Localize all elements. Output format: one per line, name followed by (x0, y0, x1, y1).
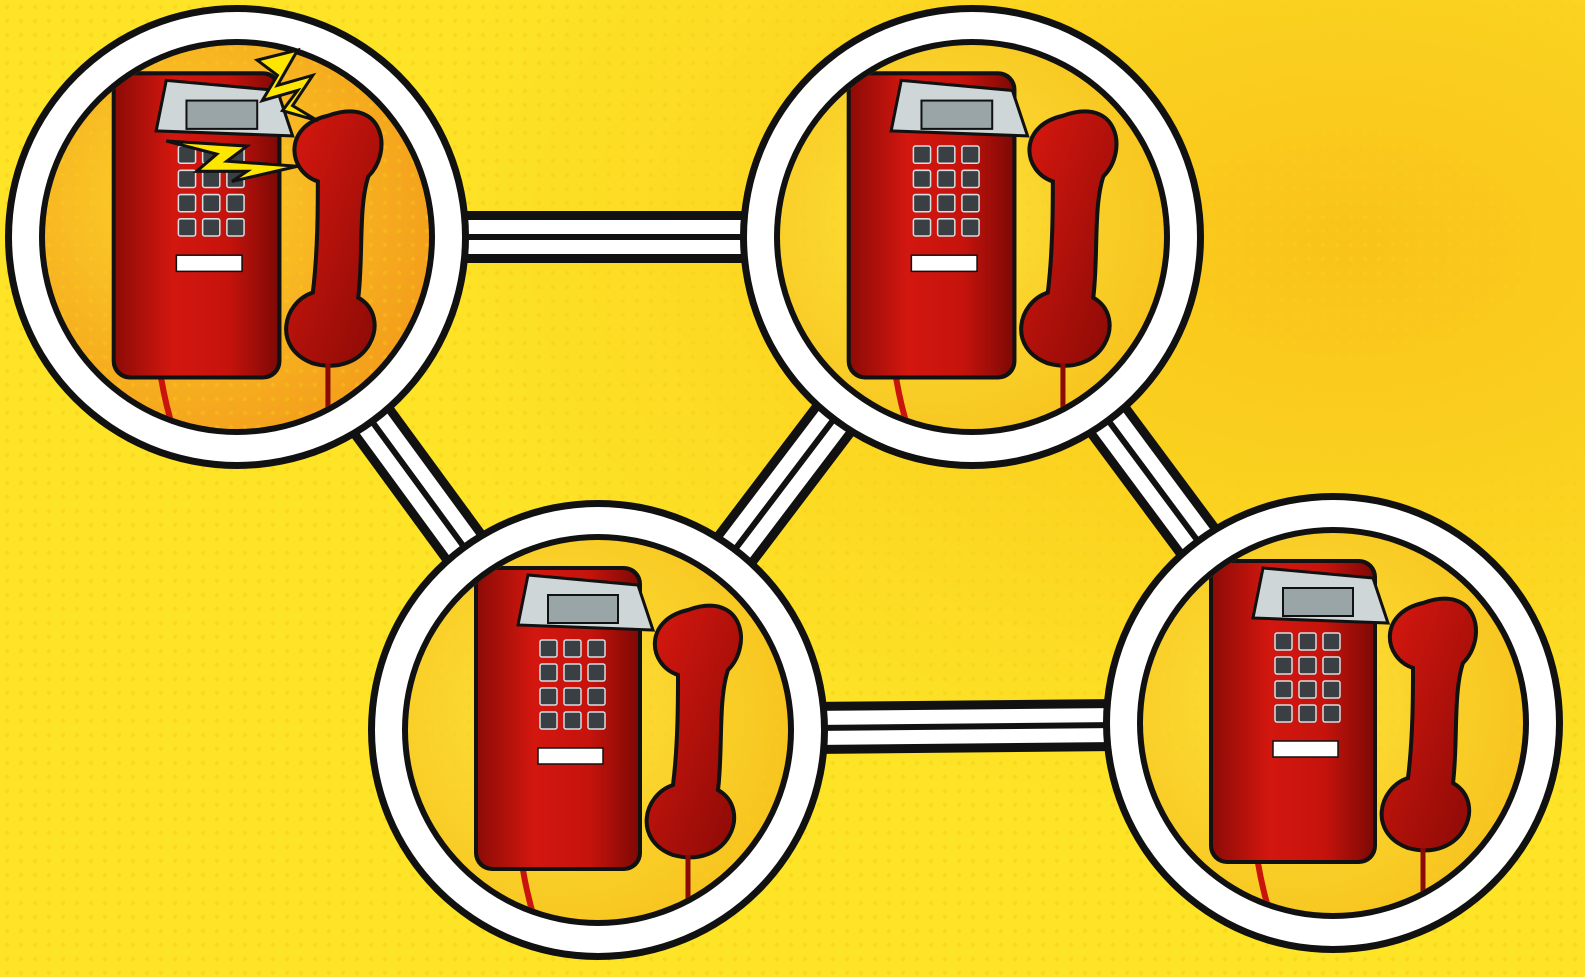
keypad-key (564, 712, 581, 729)
node-phone-bottom-right (1103, 493, 1563, 953)
phone-label-strip (176, 255, 242, 271)
keypad-key (938, 170, 955, 187)
keypad-key (1299, 633, 1316, 650)
keypad-key (913, 146, 930, 163)
phone-display (921, 101, 992, 129)
keypad-key (564, 640, 581, 657)
phone-display (1283, 588, 1353, 616)
keypad-key (1275, 705, 1292, 722)
keypad-key (1323, 657, 1340, 674)
keypad-key (1275, 633, 1292, 650)
keypad-key (1275, 657, 1292, 674)
node-phone-top-left (5, 5, 469, 469)
keypad-key (962, 219, 979, 236)
keypad-key (588, 712, 605, 729)
keypad-key (227, 195, 244, 212)
phone-label-strip (538, 748, 603, 764)
phone-display (548, 595, 618, 623)
keypad-key (938, 146, 955, 163)
keypad-key (1299, 681, 1316, 698)
keypad-key (588, 688, 605, 705)
keypad-key (962, 195, 979, 212)
keypad-key (938, 219, 955, 236)
keypad-key (540, 664, 557, 681)
phone-display (186, 101, 257, 129)
keypad-key (178, 195, 195, 212)
keypad-key (178, 170, 195, 187)
keypad-key (962, 146, 979, 163)
keypad-key (1323, 681, 1340, 698)
keypad-key (938, 195, 955, 212)
keypad-key (913, 195, 930, 212)
keypad-key (564, 688, 581, 705)
phone-label-strip (911, 255, 977, 271)
keypad-key (1323, 633, 1340, 650)
node-phone-bottom-middle (368, 500, 828, 960)
keypad-key (203, 170, 220, 187)
keypad-key (962, 170, 979, 187)
keypad-key (178, 219, 195, 236)
keypad-key (540, 712, 557, 729)
keypad-key (1323, 705, 1340, 722)
keypad-key (540, 688, 557, 705)
keypad-key (227, 219, 244, 236)
phone-label-strip (1273, 741, 1338, 757)
keypad-key (564, 664, 581, 681)
node-phone-top-right (740, 5, 1204, 469)
keypad-key (1299, 705, 1316, 722)
keypad-key (203, 219, 220, 236)
keypad-key (913, 219, 930, 236)
keypad-key (1275, 681, 1292, 698)
keypad-key (203, 195, 220, 212)
keypad-key (588, 640, 605, 657)
keypad-key (540, 640, 557, 657)
keypad-key (1299, 657, 1316, 674)
keypad-key (913, 170, 930, 187)
keypad-key (588, 664, 605, 681)
